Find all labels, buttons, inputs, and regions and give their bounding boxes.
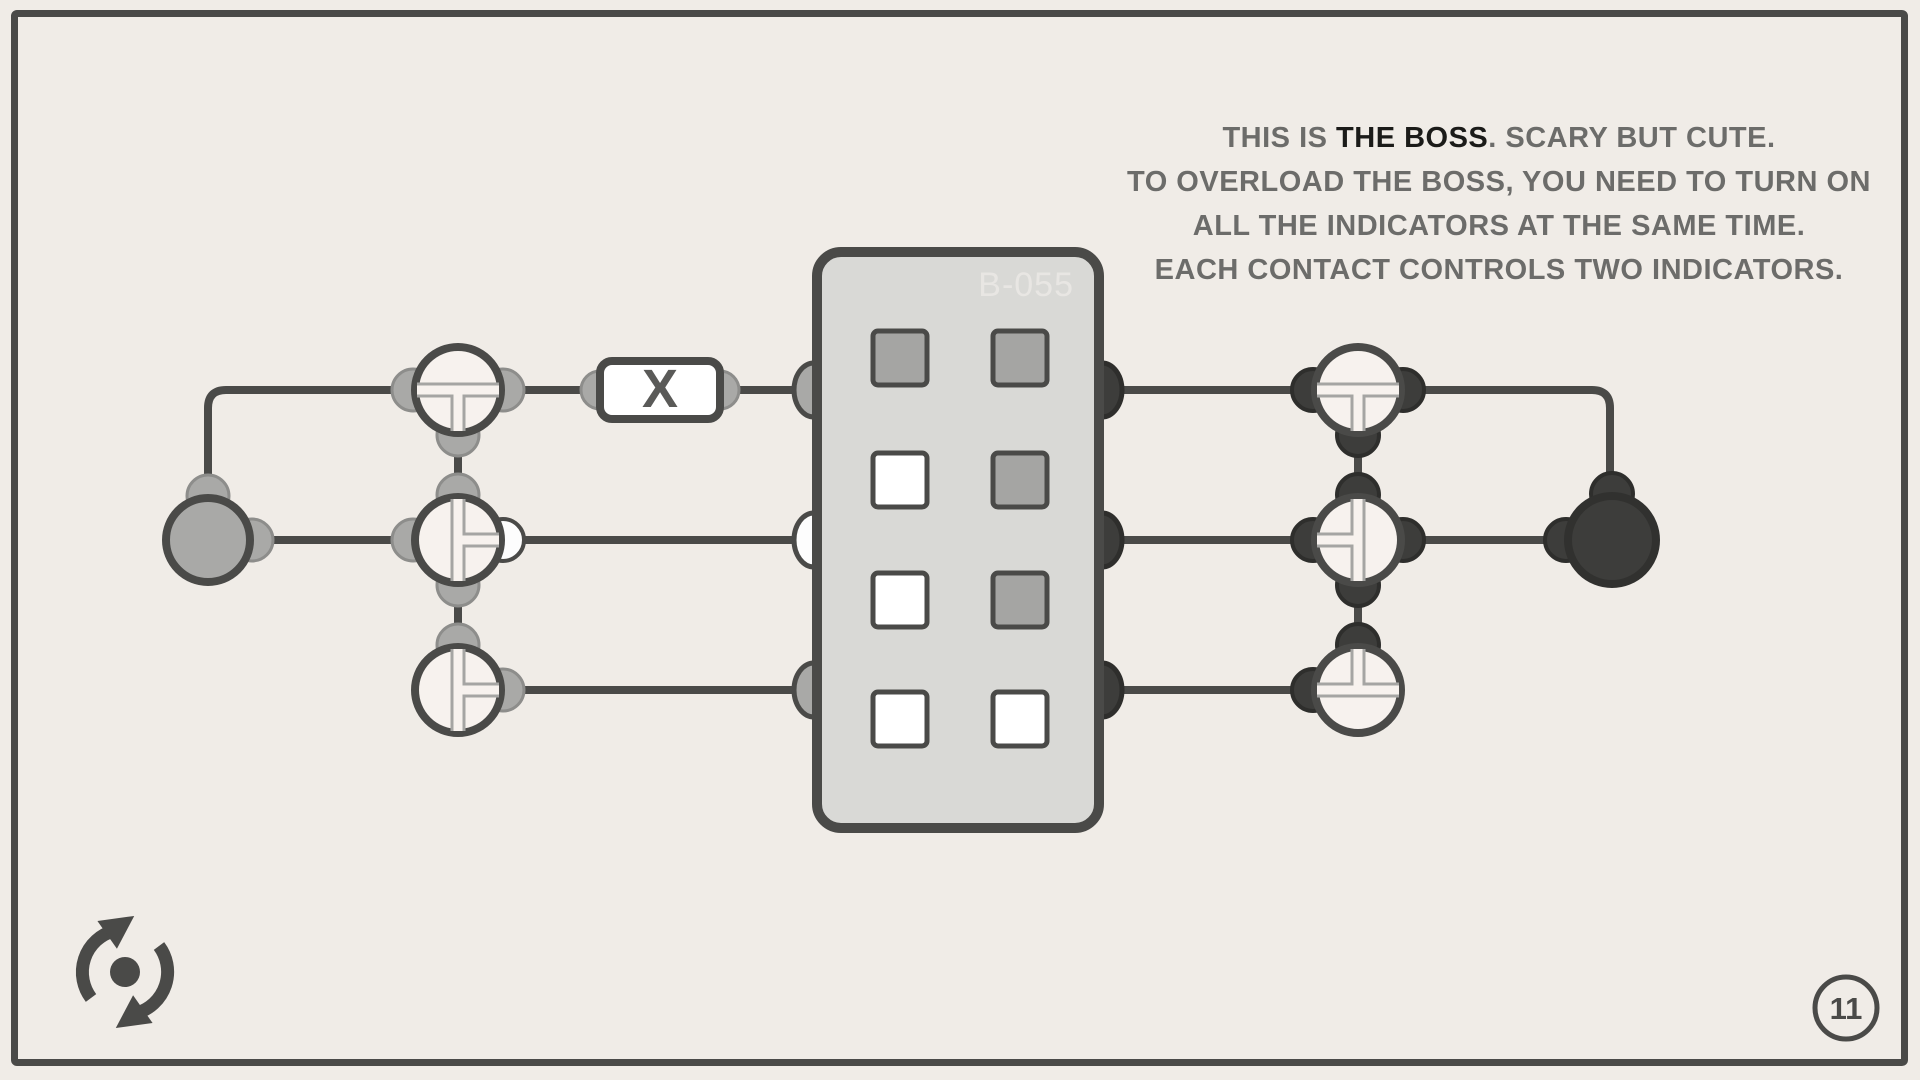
power-source [162, 473, 275, 586]
output-body [1564, 492, 1660, 588]
indicator-r1c2 [990, 328, 1050, 388]
boss-box: B-055 [791, 247, 1125, 833]
connector-bottom-left[interactable] [411, 622, 526, 737]
indicator-r2c1 [870, 450, 930, 510]
inverter-body [596, 357, 724, 423]
indicator-r3c2 [990, 570, 1050, 630]
restart-center-dot [110, 957, 140, 987]
level-badge-ring [1812, 974, 1880, 1042]
indicator-r4c1 [870, 689, 930, 749]
output-node [1543, 471, 1660, 588]
boss-emphasis: THE BOSS [1336, 122, 1489, 154]
instructions-line-1: THIS IS THE BOSS. SCARY BUT CUTE. [1222, 122, 1776, 154]
connector-bottom-right[interactable] [1290, 622, 1405, 737]
level-number: 11 [1830, 991, 1863, 1026]
inverter-label: X [642, 359, 678, 419]
connector-middle-right[interactable] [1290, 472, 1426, 608]
instructions-text: THIS IS THE BOSS. SCARY BUT CUTE. TO OVE… [1099, 116, 1899, 292]
source-body [162, 494, 254, 586]
instructions-line-3: ALL THE INDICATORS AT THE SAME TIME. [1192, 210, 1806, 242]
restart-arrowhead-bottom [115, 995, 153, 1029]
restart-icon [75, 924, 116, 1002]
restart-button[interactable] [75, 902, 175, 1042]
instructions-line-4: EACH CONTACT CONTROLS TWO INDICATORS. [1154, 254, 1844, 286]
wire-source-to-topleft [204, 386, 418, 500]
wire-topright-to-sink [1398, 386, 1614, 498]
restart-arrowhead-top [97, 915, 135, 949]
boss-label: B-055 [978, 266, 1074, 304]
connector-middle-left[interactable] [390, 472, 526, 608]
boss-body [812, 247, 1104, 833]
indicator-r1c1 [870, 328, 930, 388]
connector-top-left[interactable] [390, 343, 526, 458]
indicator-r3c1 [870, 570, 930, 630]
level-badge: 11 [1812, 974, 1880, 1042]
indicator-r4c2 [990, 689, 1050, 749]
indicator-r2c2 [990, 450, 1050, 510]
connector-top-right[interactable] [1290, 343, 1426, 458]
instructions-line-2: TO OVERLOAD THE BOSS, YOU NEED TO TURN O… [1127, 166, 1871, 198]
inverter-switch[interactable]: X [579, 357, 741, 423]
